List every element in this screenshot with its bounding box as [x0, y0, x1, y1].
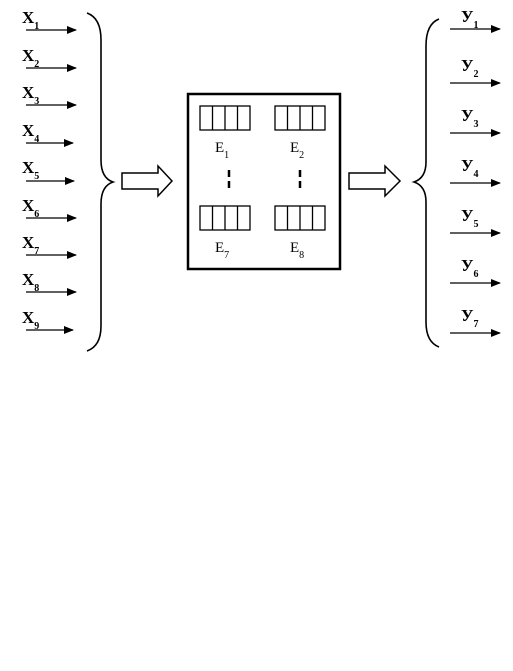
input-label: X9	[22, 308, 39, 332]
input-x1: X1	[22, 8, 77, 34]
register-e1: E1	[199, 105, 251, 161]
input-x4: X4	[22, 121, 74, 147]
output-y1: У1	[450, 7, 501, 33]
input-x2: X2	[22, 46, 77, 72]
input-label: X5	[22, 158, 39, 182]
output-brace	[411, 18, 440, 348]
output-y4: У4	[450, 156, 501, 187]
output-block-arrow	[348, 164, 402, 198]
register-label: E7	[215, 240, 229, 261]
output-label: У5	[461, 206, 478, 230]
system-box: E1 E2 E7 E8	[186, 92, 342, 271]
input-brace	[86, 12, 116, 352]
input-x5: X5	[22, 158, 75, 185]
input-group: X1 X2 X3 X4 X5 X6 X7 X8	[22, 8, 77, 334]
register-e2: E2	[274, 105, 326, 161]
register-e7: E7	[199, 205, 251, 261]
register-label: E1	[215, 140, 229, 161]
register-label: E2	[290, 140, 304, 161]
output-y2: У2	[450, 56, 501, 87]
output-y3: У3	[450, 106, 501, 137]
input-label: X8	[22, 270, 39, 294]
register-label: E8	[290, 240, 304, 261]
input-x7: X7	[22, 233, 77, 259]
output-label: У6	[461, 256, 478, 280]
output-label: У4	[461, 156, 478, 180]
output-label: У2	[461, 56, 478, 80]
input-x9: X9	[22, 308, 74, 334]
output-y6: У6	[450, 256, 501, 287]
input-label: X6	[22, 196, 39, 220]
output-y7: У7	[450, 306, 501, 337]
output-y5: У5	[450, 206, 501, 237]
input-label: X2	[22, 46, 39, 70]
register-e8: E8	[274, 205, 326, 261]
input-block-arrow	[121, 164, 174, 198]
output-label: У3	[461, 106, 478, 130]
input-x8: X8	[22, 270, 77, 296]
input-label: X1	[22, 8, 39, 32]
input-label: X7	[22, 233, 39, 257]
input-label: X3	[22, 83, 39, 107]
input-x6: X6	[22, 196, 77, 222]
input-label: X4	[22, 121, 39, 145]
output-label: У7	[461, 306, 478, 330]
input-x3: X3	[22, 83, 77, 109]
output-group: У1 У2 У3 У4 У5 У6 У7	[450, 7, 501, 337]
output-label: У1	[461, 7, 478, 31]
